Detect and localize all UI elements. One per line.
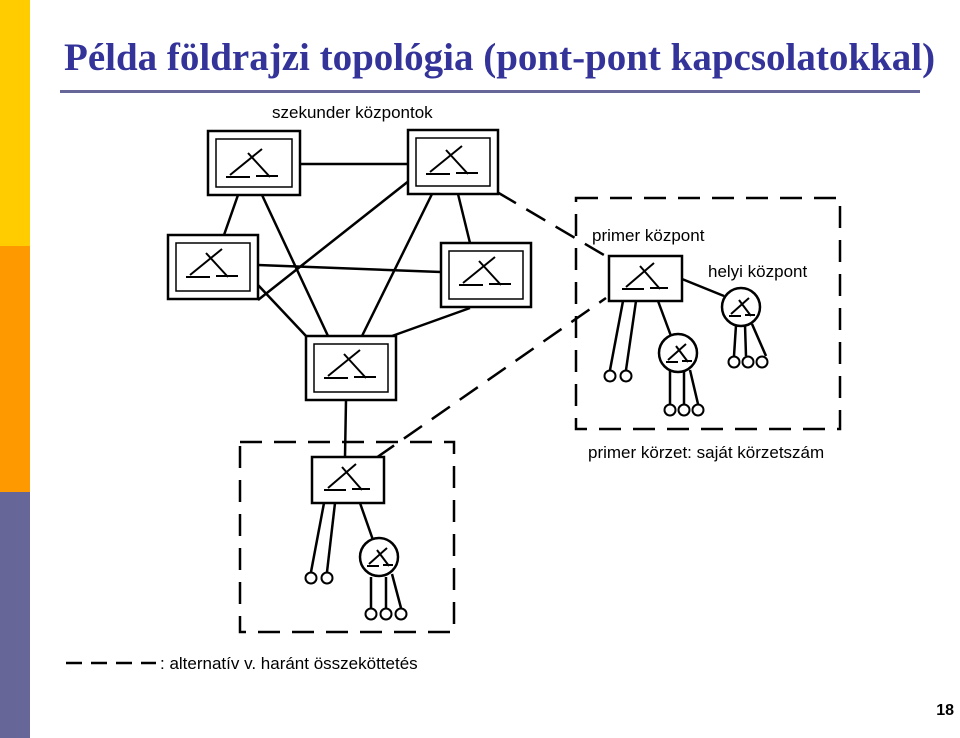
- primary-center-upper: [607, 254, 684, 303]
- primary-district-box-lower: [238, 440, 456, 634]
- primary-center-lower: [310, 455, 386, 505]
- local-center-label: helyi központ: [708, 262, 808, 281]
- primary-upper-links: [608, 277, 768, 405]
- subscriber-terminal-icon: [727, 355, 741, 369]
- accent-bar-bottom: [0, 492, 30, 738]
- subscriber-terminals-lower: [304, 571, 408, 621]
- subscriber-terminal-icon: [379, 607, 393, 621]
- alternative-links: [375, 190, 610, 460]
- primary-lower-links: [309, 502, 403, 609]
- local-center-upper-a: [657, 332, 699, 374]
- secondary-center-top-right: [406, 128, 500, 196]
- slide-title: Példa földrajzi topológia (pont-pont kap…: [64, 36, 936, 79]
- subscriber-terminal-icon: [619, 369, 633, 383]
- subscriber-terminal-icon: [320, 571, 334, 585]
- accent-bar-top: [0, 0, 30, 246]
- subscriber-terminal-icon: [603, 369, 617, 383]
- secondary-center-bottom: [304, 334, 398, 402]
- secondary-mesh-links: [222, 162, 472, 458]
- subscriber-terminal-icon: [394, 607, 408, 621]
- subscriber-terminal-icon: [304, 571, 318, 585]
- crossbar-switch-icon: [226, 148, 278, 178]
- primary-district-label: primer körzet: saját körzetszám: [588, 443, 825, 462]
- subscriber-terminal-icon: [755, 355, 769, 369]
- crossbar-switch-icon: [324, 349, 376, 379]
- local-center-lower: [358, 536, 400, 578]
- primary-district-box-upper: [574, 196, 842, 431]
- subscriber-terminal-icon: [691, 403, 705, 417]
- secondary-center-top-left: [206, 129, 302, 197]
- title-underline: [60, 90, 920, 93]
- crossbar-switch-icon: [459, 256, 511, 286]
- legend-label: : alternatív v. haránt összeköttetés: [160, 654, 418, 673]
- subscriber-terminal-icon: [741, 355, 755, 369]
- secondary-centers-label: szekunder központok: [272, 103, 433, 122]
- subscriber-terminals-upper: [603, 355, 769, 417]
- crossbar-switch-icon: [622, 262, 668, 290]
- crossbar-switch-icon: [426, 145, 478, 175]
- accent-bar-middle: [0, 246, 30, 492]
- subscriber-terminal-icon: [364, 607, 378, 621]
- secondary-center-middle: [439, 241, 533, 309]
- subscriber-terminal-icon: [663, 403, 677, 417]
- crossbar-switch-icon: [324, 463, 370, 491]
- crossbar-switch-icon: [666, 343, 692, 363]
- local-center-upper-b: [720, 286, 762, 328]
- crossbar-switch-icon: [367, 547, 393, 567]
- secondary-center-left: [166, 233, 260, 301]
- subscriber-terminal-icon: [677, 403, 691, 417]
- primary-center-label: primer központ: [592, 226, 705, 245]
- crossbar-switch-icon: [186, 248, 238, 278]
- page-number: 18: [936, 702, 954, 719]
- crossbar-switch-icon: [729, 297, 755, 317]
